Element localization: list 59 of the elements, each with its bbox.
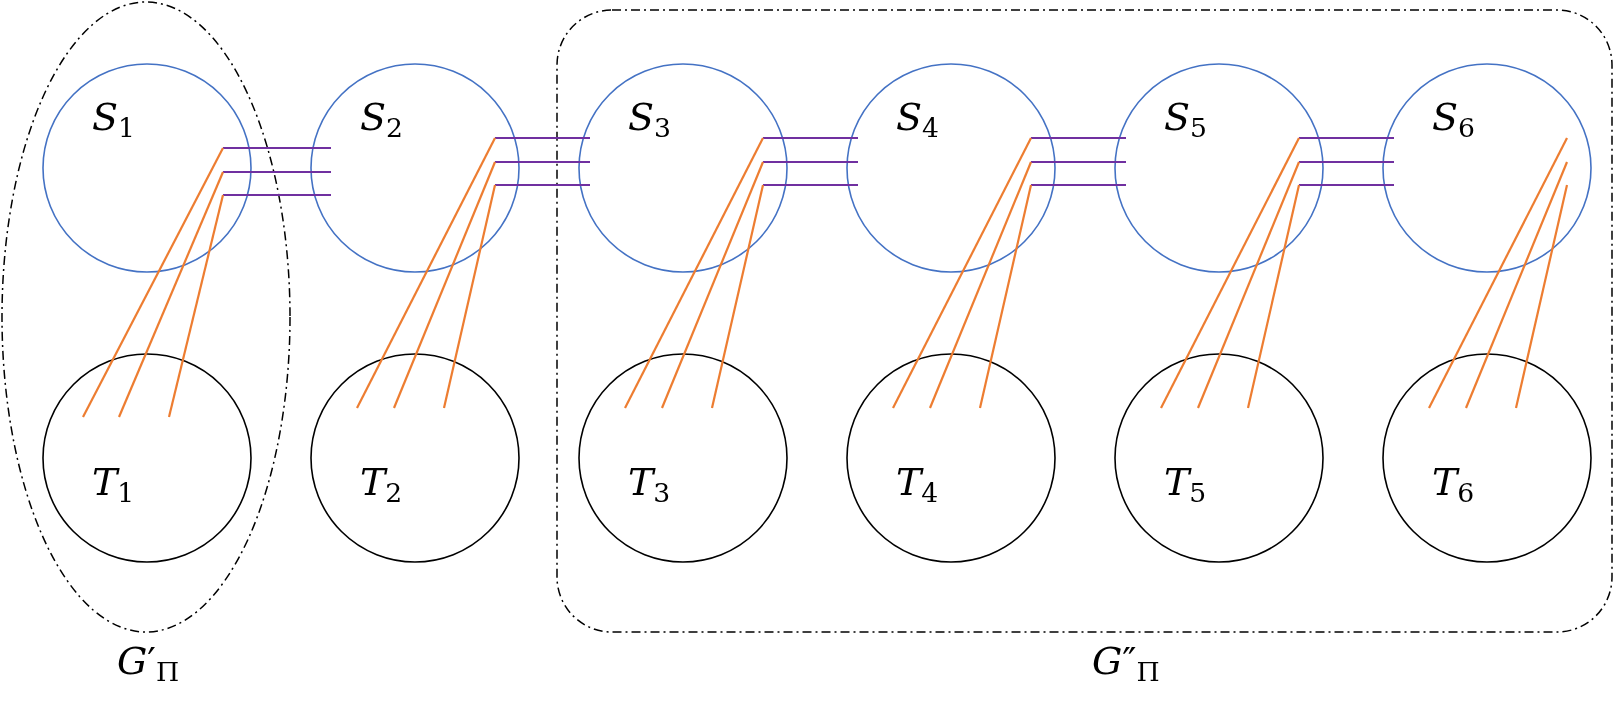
connector-line <box>223 146 331 150</box>
connector-line <box>624 137 764 409</box>
math-label: G′$_{Π}$ <box>117 642 180 686</box>
connector-line <box>1197 161 1300 409</box>
math-label: T$_{1}$ <box>92 463 135 507</box>
connector-line <box>356 137 496 409</box>
connector-line <box>763 136 858 140</box>
source-circle <box>310 63 520 273</box>
connector-line <box>763 160 858 164</box>
source-circle <box>1382 63 1592 273</box>
source-circle <box>42 63 252 273</box>
math-label: S$_{6}$ <box>1432 98 1475 142</box>
connector-line <box>978 184 1033 409</box>
connector-line <box>1299 183 1394 187</box>
connector-line <box>495 136 590 140</box>
math-label: S$_{5}$ <box>1164 98 1207 142</box>
math-label: S$_{2}$ <box>360 98 403 142</box>
connector-line <box>1428 137 1568 409</box>
source-circle <box>578 63 788 273</box>
connector-line <box>393 161 496 409</box>
connector-line <box>495 160 590 164</box>
source-circle <box>1114 63 1324 273</box>
math-label: S$_{1}$ <box>92 98 135 142</box>
math-label: T$_{5}$ <box>1164 463 1207 507</box>
connector-line <box>763 183 858 187</box>
connector-line <box>929 161 1032 409</box>
connector-line <box>82 147 224 418</box>
target-circle <box>1382 353 1592 563</box>
connector-line <box>1246 184 1301 409</box>
connector-line <box>1299 136 1394 140</box>
connector-line <box>1299 160 1394 164</box>
connector-line <box>1031 136 1126 140</box>
connector-line <box>1160 137 1300 409</box>
connector-line <box>1031 183 1126 187</box>
math-label: T$_{3}$ <box>628 463 671 507</box>
connector-line <box>442 184 497 409</box>
connector-line <box>892 137 1032 409</box>
connector-line <box>223 170 331 174</box>
connector-line <box>1031 160 1126 164</box>
target-circle <box>1114 353 1324 563</box>
math-label: S$_{3}$ <box>628 98 671 142</box>
target-circle <box>578 353 788 563</box>
connector-line <box>167 194 225 418</box>
math-label: T$_{2}$ <box>360 463 403 507</box>
connector-line <box>118 171 224 418</box>
connector-line <box>1514 184 1569 409</box>
math-label: T$_{6}$ <box>1432 463 1475 507</box>
connector-line <box>1465 161 1568 409</box>
math-label: T$_{4}$ <box>896 463 939 507</box>
math-label: G″$_{Π}$ <box>1092 642 1160 686</box>
connector-line <box>661 161 764 409</box>
target-circle <box>846 353 1056 563</box>
source-circle <box>846 63 1056 273</box>
target-circle <box>310 353 520 563</box>
target-circle <box>42 353 252 563</box>
math-label: S$_{4}$ <box>896 98 939 142</box>
connector-line <box>710 184 765 409</box>
connector-line <box>223 193 331 197</box>
connector-line <box>495 183 590 187</box>
